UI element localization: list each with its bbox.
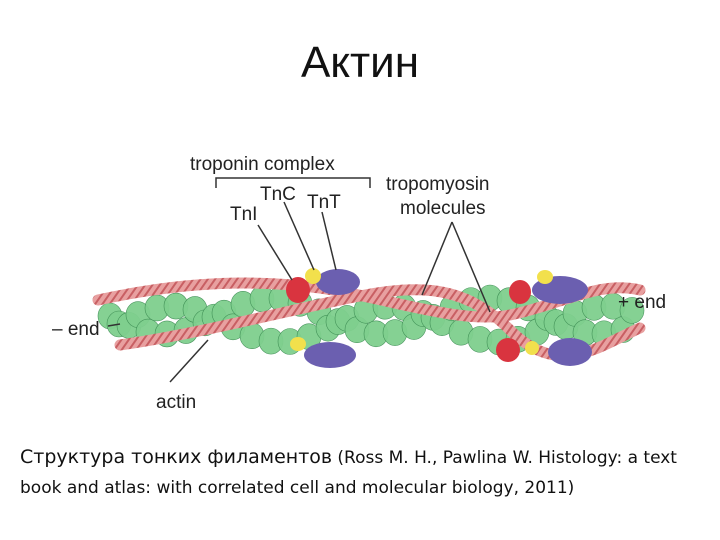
actin-monomer bbox=[619, 297, 645, 324]
figure-caption: Структура тонких филаментов (Ross M. H.,… bbox=[20, 442, 710, 503]
filament-svg: troponin complex TnI TnC TnT tropomyosin… bbox=[52, 154, 666, 413]
troponin-complex-2 bbox=[496, 270, 592, 366]
thin-filament-diagram: troponin complex TnI TnC TnT tropomyosin… bbox=[40, 130, 700, 430]
tnc-pointer bbox=[283, 201, 315, 271]
caption-reference: (Ross M. H., Pawlina W. Histology: a tex… bbox=[20, 448, 677, 498]
tnc-lower bbox=[525, 341, 539, 355]
minus-end-label: – end bbox=[52, 319, 100, 340]
tnt-lower bbox=[548, 338, 592, 366]
tropomyosin-pointer-left bbox=[421, 221, 453, 296]
tropomyosin-label-line2: molecules bbox=[400, 198, 486, 219]
tni-label: TnI bbox=[230, 204, 257, 225]
tnc-label: TnC bbox=[260, 184, 296, 205]
tnc-subunit bbox=[305, 268, 321, 284]
plus-end-label: + end bbox=[618, 292, 666, 313]
minus-end-pointer bbox=[107, 323, 121, 327]
tni-pointer bbox=[257, 224, 293, 281]
tni-subunit bbox=[509, 280, 531, 304]
slide-title: Актин bbox=[300, 38, 420, 87]
actin-pointer bbox=[169, 339, 209, 383]
actin-label: actin bbox=[156, 392, 196, 413]
troponin-complex-label: troponin complex bbox=[190, 154, 335, 175]
tnc-subunit bbox=[537, 270, 553, 284]
tnt-lower bbox=[304, 342, 356, 368]
caption-main: Структура тонких филаментов bbox=[20, 446, 333, 468]
tnt-subunit bbox=[316, 269, 360, 295]
tni-lower bbox=[496, 338, 520, 362]
tropomyosin-pointer-right bbox=[451, 221, 491, 313]
tnt-label: TnT bbox=[307, 192, 341, 213]
tropomyosin-label-line1: tropomyosin bbox=[386, 174, 490, 195]
tni-subunit bbox=[286, 277, 310, 303]
tnc-lower bbox=[290, 337, 306, 351]
tnt-pointer bbox=[321, 211, 337, 271]
troponin-complex-1 bbox=[286, 268, 360, 368]
troponin-bracket bbox=[215, 177, 371, 188]
